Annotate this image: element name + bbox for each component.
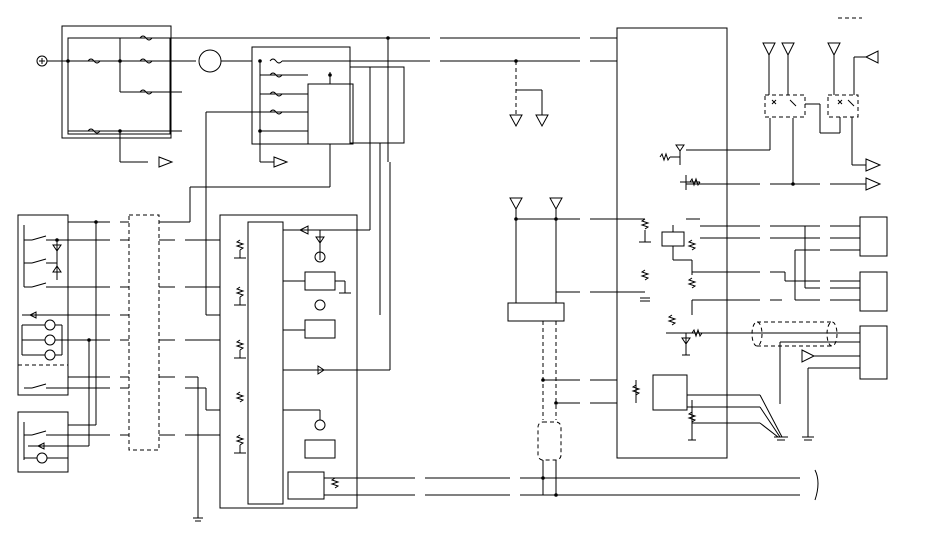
fuse-icon <box>87 58 101 64</box>
fuse-arrow-icon <box>781 42 795 57</box>
fuse-block-center <box>251 46 354 168</box>
junction-connector <box>507 302 565 322</box>
switch-icon <box>31 430 47 436</box>
ecu-module <box>616 27 728 459</box>
ground-arrow-icon <box>535 114 549 128</box>
fuse-arrow-icon <box>509 197 523 211</box>
fuse-arrow-icon <box>549 197 563 211</box>
component-c <box>859 325 888 380</box>
switch-icon <box>31 282 47 288</box>
shielded-cable <box>537 421 562 461</box>
fuse-arrow-icon <box>827 42 841 57</box>
connector-icon <box>198 49 222 73</box>
diode-icon <box>298 225 309 235</box>
fuse-arrow-icon <box>762 42 776 57</box>
component-b <box>859 271 888 312</box>
diode-icon <box>52 244 62 252</box>
switch-panel-left <box>17 214 69 396</box>
control-module <box>219 214 415 509</box>
diode-icon <box>315 236 325 244</box>
diode-icon <box>317 365 325 375</box>
ground-arrow-icon <box>273 156 289 168</box>
diode-icon <box>36 442 45 450</box>
ground-arrow-icon <box>801 349 816 363</box>
ground-arrow-icon <box>865 177 882 191</box>
fuse-arrow-icon <box>864 50 879 64</box>
ground-arrow-icon <box>509 114 523 128</box>
fuse-block-left <box>36 25 196 168</box>
relay-right <box>762 42 882 172</box>
switch-icon <box>31 235 47 241</box>
switch-icon <box>31 383 47 389</box>
resistor-icon <box>235 239 245 251</box>
ground-arrow-icon <box>865 158 882 172</box>
diode-icon <box>52 265 62 273</box>
lamp-icon <box>314 299 326 311</box>
component-a <box>859 216 888 257</box>
ground-arrow-icon <box>158 156 174 168</box>
switch-icon <box>31 258 47 264</box>
lamp-icon <box>314 251 326 263</box>
switch-panel-lower <box>17 411 69 473</box>
